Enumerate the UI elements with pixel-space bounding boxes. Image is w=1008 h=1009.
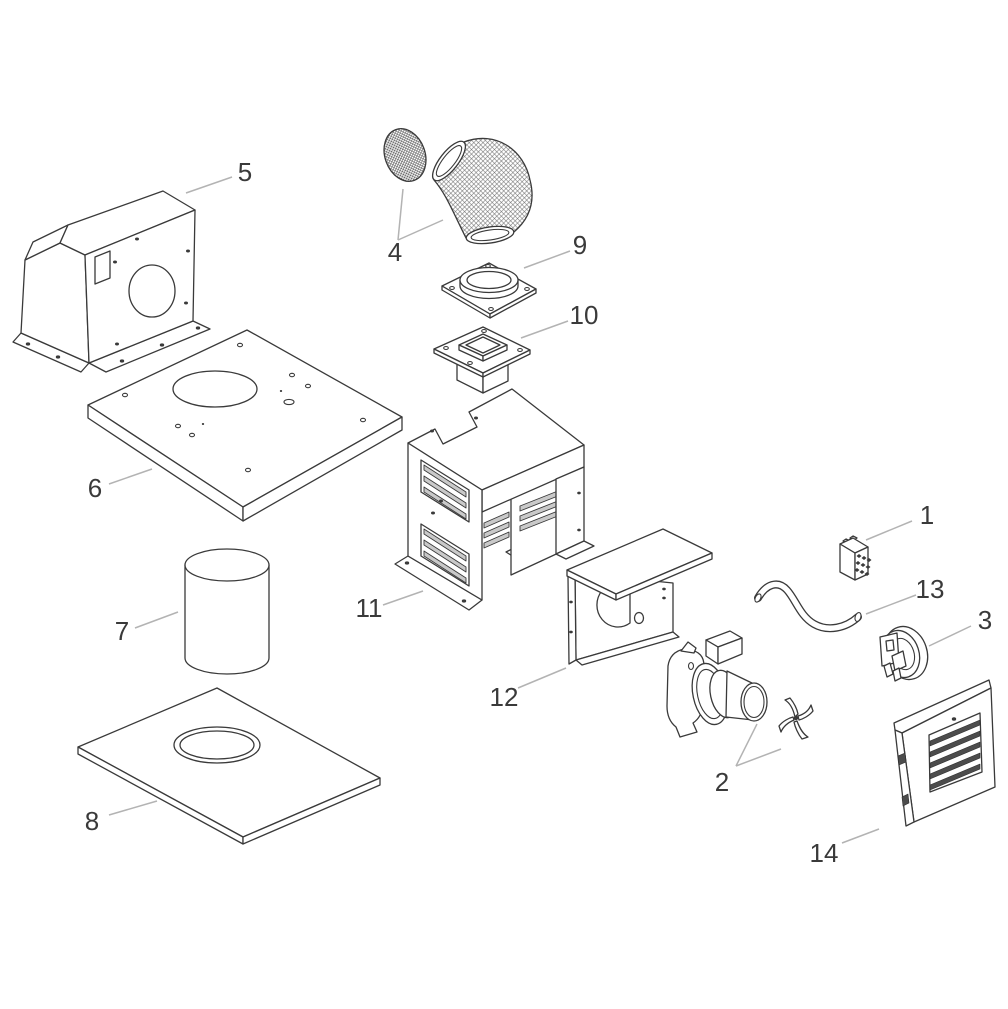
part-9-round-collar-flange [441, 262, 537, 319]
part-label-11: 11 [356, 593, 383, 623]
part-label-14: 14 [810, 838, 839, 868]
part-5-heater-housing [12, 190, 211, 373]
part-label-5: 5 [238, 157, 252, 187]
part-label-10: 10 [570, 300, 599, 330]
part-label-7: 7 [115, 616, 129, 646]
part-1-terminal-connector [839, 535, 872, 581]
leader-2b [735, 748, 782, 767]
part-label-9: 9 [573, 230, 587, 260]
leader-7 [134, 611, 179, 629]
part-14-louvered-panel [893, 679, 996, 827]
leader-3 [928, 625, 972, 647]
part-3-thermostat-disc [879, 625, 929, 682]
leader-4b [397, 219, 444, 241]
callout-labels: 1 2 3 4 5 6 7 8 9 10 11 12 13 14 [85, 157, 992, 868]
leader-10 [520, 320, 569, 339]
leader-2a [735, 723, 758, 767]
leader-11 [382, 590, 424, 606]
impeller-fan [778, 697, 814, 740]
part-6-mounting-plate [87, 329, 403, 522]
leader-12 [517, 667, 567, 689]
part-2-blower-motor [666, 630, 814, 740]
leader-1 [865, 520, 913, 541]
leader-6 [108, 468, 153, 485]
leader-8 [108, 800, 158, 816]
part-7-cylinder-liner [184, 548, 270, 675]
leader-4a [397, 188, 404, 241]
callout-leaders [108, 176, 972, 844]
part-12-shelf-bracket [566, 528, 713, 666]
part-4-screen-and-elbow-duct [383, 128, 533, 245]
part-13-curved-tube [754, 580, 862, 633]
part-label-6: 6 [88, 473, 102, 503]
part-8-base-plate [77, 687, 381, 845]
leader-5 [185, 176, 233, 194]
part-label-12: 12 [490, 682, 519, 712]
part-10-square-collar-flange [433, 326, 531, 394]
part-label-2: 2 [715, 767, 729, 797]
leader-9 [523, 250, 571, 269]
part-label-3: 3 [978, 605, 992, 635]
part-label-4: 4 [388, 237, 402, 267]
leader-14 [841, 828, 880, 844]
leader-13 [865, 594, 917, 615]
part-11-louvered-stand [394, 388, 595, 611]
part-label-13: 13 [916, 574, 945, 604]
part-label-8: 8 [85, 806, 99, 836]
part-label-1: 1 [920, 500, 934, 530]
